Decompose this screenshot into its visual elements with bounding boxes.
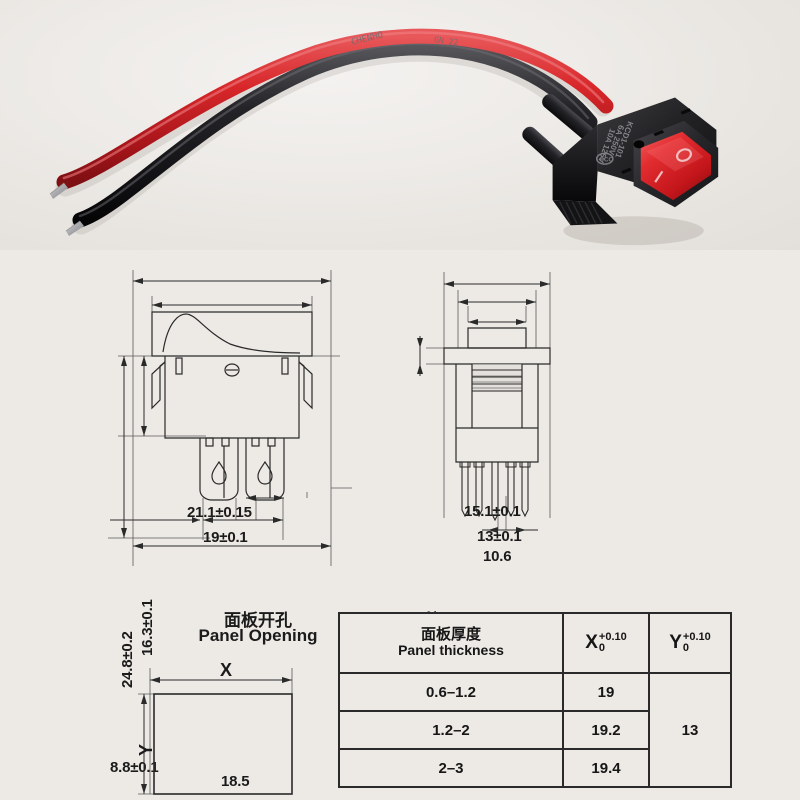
rocker-markings: [654, 148, 693, 183]
cell-x-0: 19: [562, 672, 650, 712]
red-wire: [56, 28, 614, 190]
header-y-dimension: Y +0.10 0: [648, 612, 732, 674]
ccc-certification-mark: CCC: [595, 152, 614, 165]
header-x-tol-lower: 0: [598, 642, 606, 654]
table-row: 2–3 19.4: [338, 748, 731, 788]
header-y-tol-upper: +0.10: [682, 631, 711, 643]
header-x-letter: X: [585, 632, 598, 653]
header-x-dimension: X +0.10 0: [562, 612, 650, 674]
cell-thickness-2: 2–3: [338, 748, 564, 788]
cell-y-value: 13: [648, 672, 732, 788]
front-view-drawing: [108, 270, 352, 566]
wire-harness-illustration: CHENHO GN 22: [49, 28, 614, 236]
black-wire-tip: [65, 220, 84, 236]
header-y-letter: Y: [669, 632, 682, 653]
technical-drawing: 21.1±0.15 19±0.1 24.8±0.2 16.3±0.1 8.8±0…: [0, 248, 800, 800]
rocker-switch-photo: KCD1-101 6A 250V 10A 125V CCC: [552, 97, 719, 246]
rocker-actuator: [640, 131, 711, 201]
dim-overall-width: 21.1±0.15: [187, 504, 252, 521]
header-panel-thickness-en: Panel thickness: [398, 642, 504, 659]
dim-bezel-width: 19±0.1: [203, 529, 248, 546]
cell-x-1: 19.2: [562, 710, 650, 750]
dim-terminal-pitch: 18.5: [221, 773, 250, 790]
black-wire: [72, 40, 598, 228]
switch-grip-ribs: [559, 201, 603, 224]
dim-terminal-offset: 8.8±0.1: [110, 759, 159, 776]
rocker-marking-off: [675, 148, 693, 162]
side-view-drawing: [417, 272, 551, 533]
dim-rocker-depth: 10.6: [483, 548, 512, 565]
table-row: 0.6–1.2 19 13: [338, 672, 732, 788]
panel-thickness-table: 面板厚度 Panel thickness X +0.10 0 Y +0.10 0…: [338, 612, 732, 788]
panel-opening-x-label: X: [220, 660, 232, 680]
red-wire-tip: [49, 182, 68, 199]
table-row: 1.2–2 19.2: [338, 710, 731, 750]
panel-opening-title-en: Panel Opening: [198, 626, 318, 645]
panel-opening-title-cn: 面板开孔: [224, 611, 292, 631]
header-panel-thickness-cn: 面板厚度: [420, 625, 481, 644]
cell-thickness-1: 1.2–2: [338, 710, 564, 750]
header-x-tol-upper: +0.10: [598, 631, 627, 643]
dim-overall-depth: 15.1±0.1: [464, 503, 521, 520]
svg-text:CCC: CCC: [599, 156, 613, 163]
panel-opening-y-label: Y: [136, 744, 156, 756]
switch-mount-hole: [633, 140, 645, 149]
cell-x-2: 19.4: [562, 748, 650, 788]
heat-shrink-sleeve-2: [542, 94, 594, 140]
dim-bezel-depth: 13±0.1: [477, 528, 522, 545]
table-header-row: 面板厚度 Panel thickness X +0.10 0 Y +0.10 0: [338, 612, 732, 674]
header-y-tol-lower: 0: [682, 642, 690, 654]
svg-text:GN 22: GN 22: [434, 35, 459, 47]
panel-opening-drawing: [138, 668, 293, 795]
header-panel-thickness: 面板厚度 Panel thickness: [338, 612, 564, 674]
cell-thickness-0: 0.6–1.2: [338, 672, 564, 712]
rocker-marking-on: [654, 170, 664, 183]
product-photo: CHENHO GN 22: [0, 0, 800, 250]
